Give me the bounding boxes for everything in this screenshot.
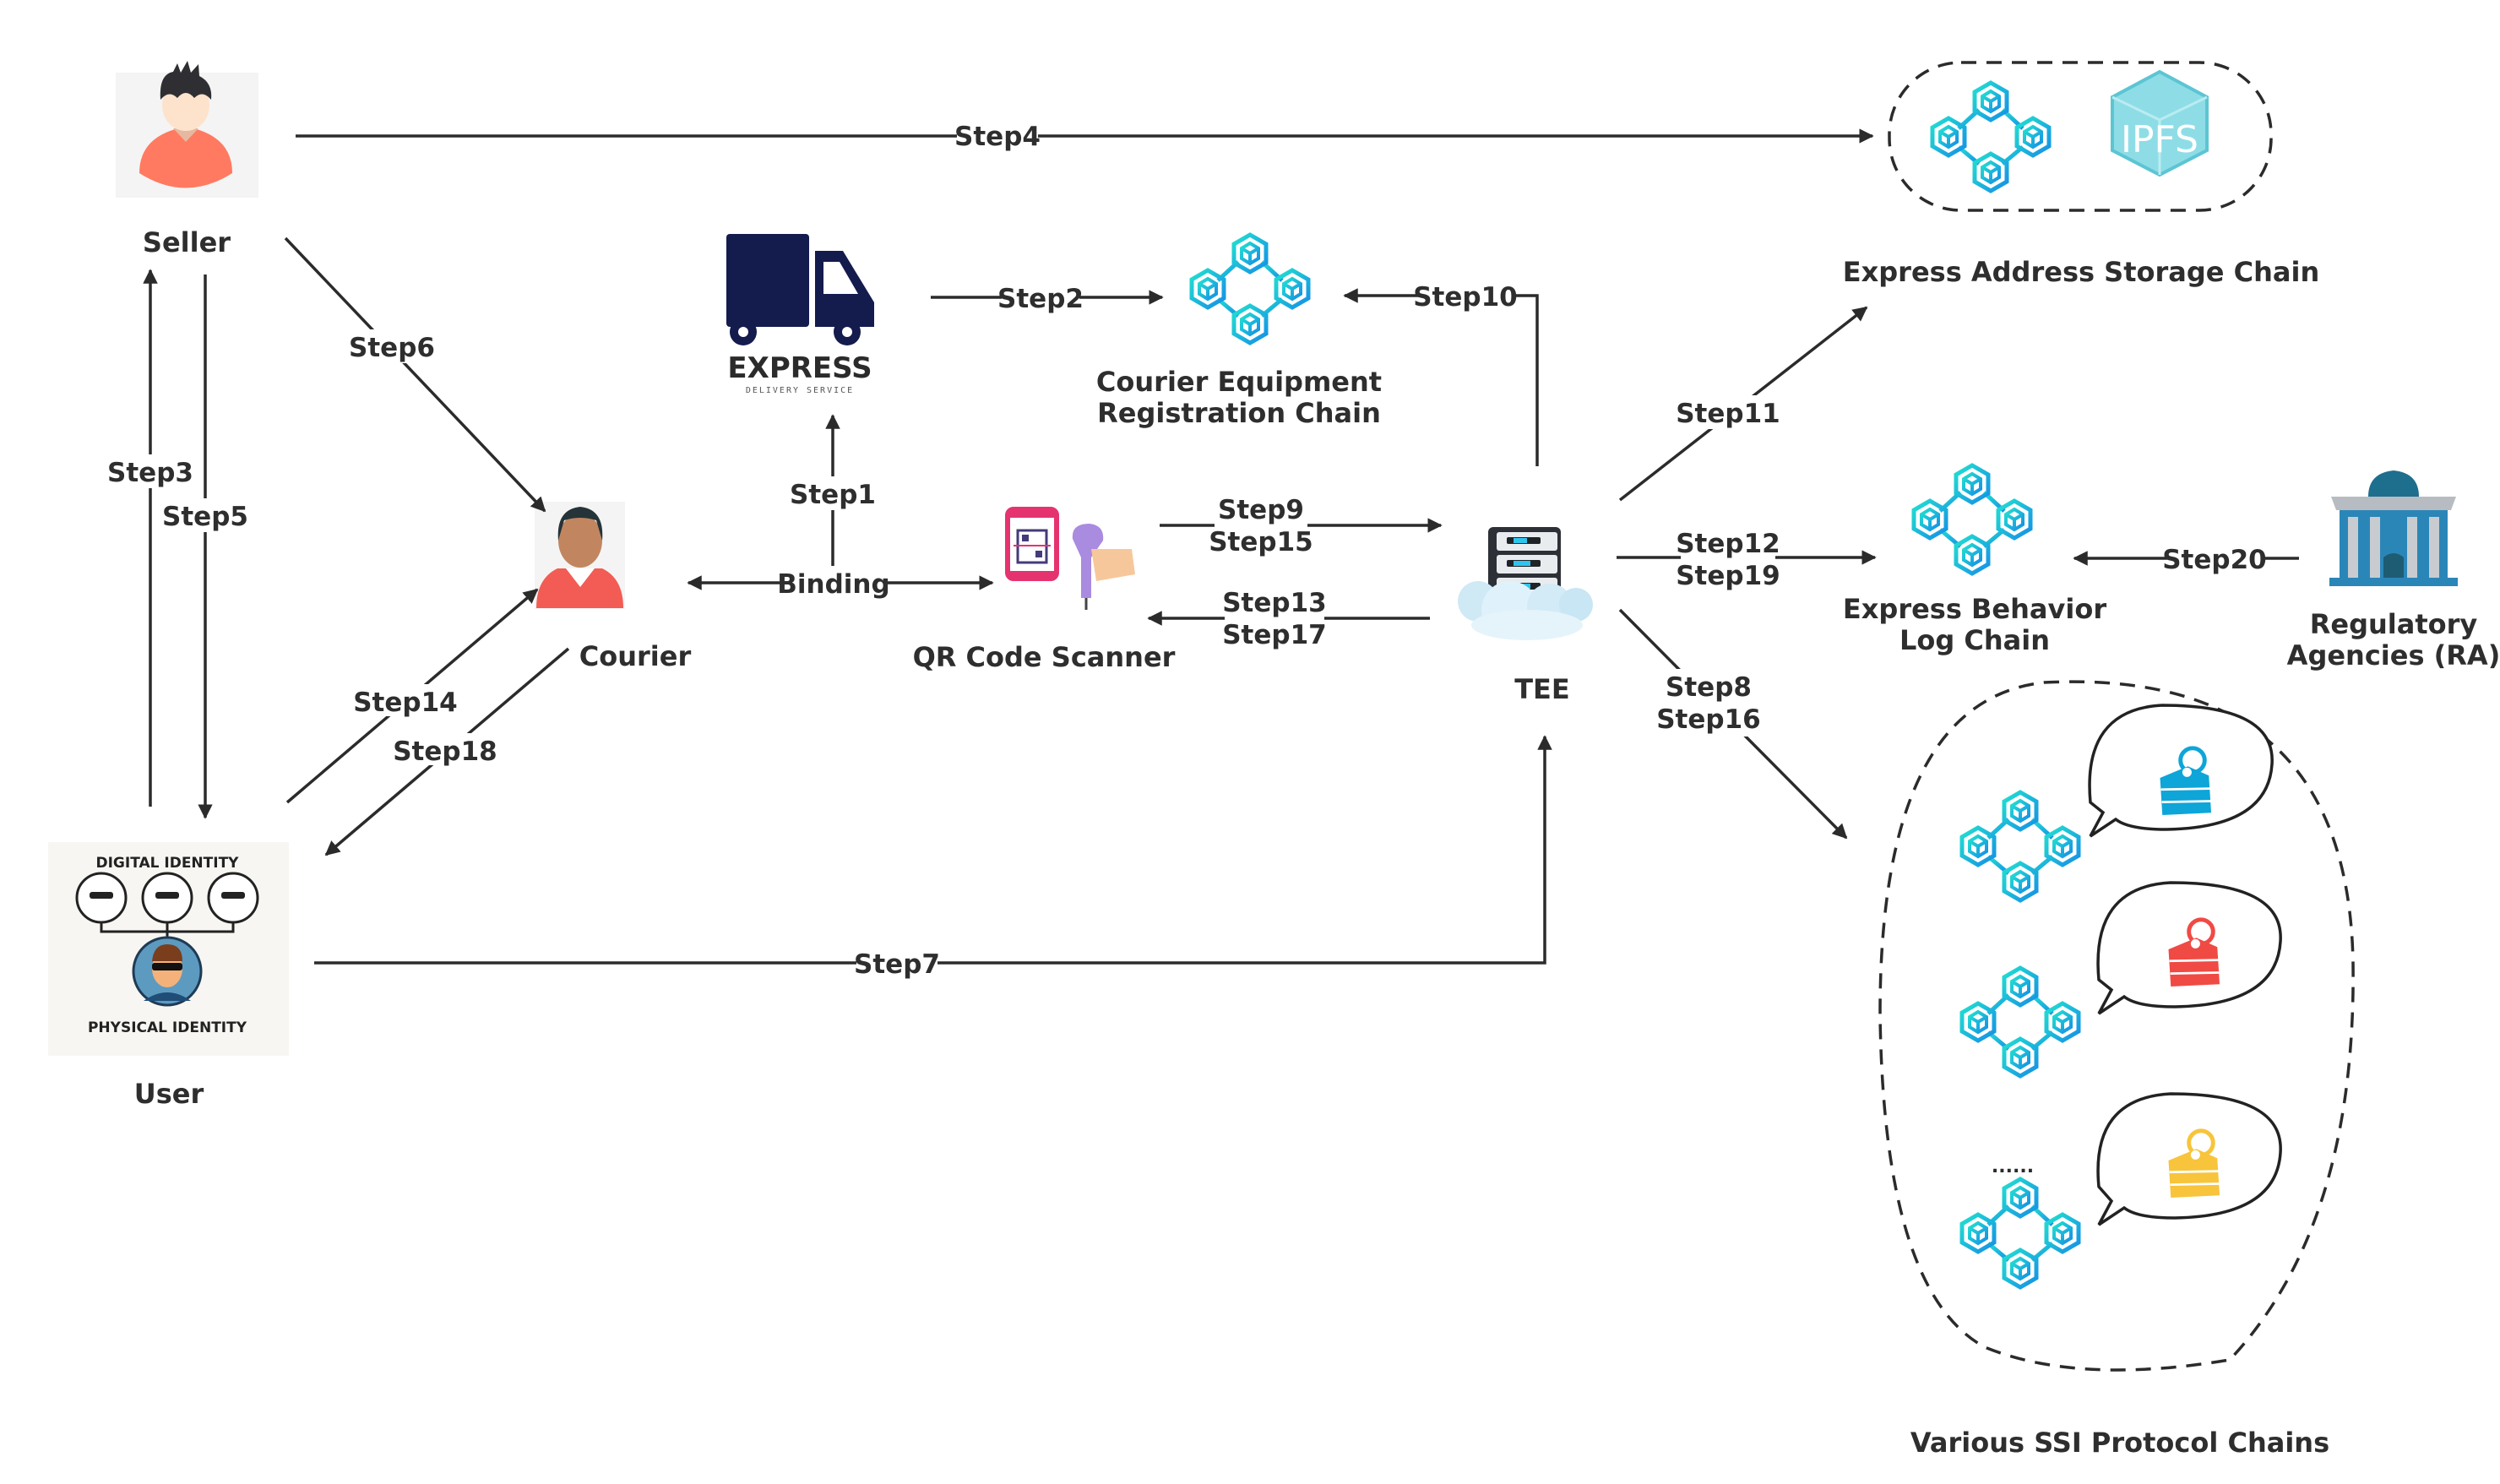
government-building-icon — [2329, 470, 2458, 586]
log-chain-node[interactable]: Express Behavior Log Chain — [1843, 465, 2106, 656]
address-chain-label: Express Address Storage Chain — [1843, 256, 2319, 288]
step8-label: Step8 — [1666, 672, 1752, 703]
courier-avatar-icon — [536, 507, 623, 608]
tee-label: TEE — [1514, 673, 1570, 705]
courier-chain-node[interactable]: Courier Equipment Registration Chain — [1096, 235, 1382, 429]
express-node[interactable]: EXPRESS DELIVERY SERVICE — [726, 234, 874, 395]
address-chain-boundary — [1888, 61, 2273, 212]
edge-step1[interactable]: Step1 — [790, 414, 876, 566]
step19-label: Step19 — [1676, 561, 1780, 591]
identity-icon: DIGITAL IDENTITY PHYSICAL IDENTITY — [75, 855, 259, 1036]
regulator-node[interactable]: Regulatory Agencies (RA) — [2287, 470, 2500, 671]
ipfs-icon: IPFS — [2111, 69, 2209, 177]
edge-step18[interactable]: Step18 — [324, 647, 570, 856]
step15-label: Step15 — [1209, 527, 1313, 557]
ssi-chain-1 — [1962, 704, 2274, 900]
edge-step11[interactable]: Step11 — [1618, 306, 1868, 502]
qr-scanner-label: QR Code Scanner — [913, 641, 1176, 673]
step17-label: Step17 — [1222, 620, 1327, 650]
courier-chain-label-line2: Registration Chain — [1097, 397, 1381, 429]
step10-label: Step10 — [1413, 282, 1518, 313]
cloud-server-icon — [1458, 527, 1593, 640]
step18-label: Step18 — [393, 737, 497, 767]
courier-label: Courier — [579, 640, 692, 672]
step3-label: Step3 — [107, 458, 193, 488]
seller-avatar-icon — [139, 61, 232, 188]
courier-chain-label-line1: Courier Equipment — [1096, 366, 1382, 398]
user-label: User — [134, 1078, 204, 1110]
ssi-chains-node[interactable]: ...... Various SSI Protocol Chains — [1878, 680, 2355, 1459]
user-node[interactable]: DIGITAL IDENTITY PHYSICAL IDENTITY User — [48, 842, 289, 1110]
blockchain-icon — [1914, 465, 2030, 573]
edge-step4[interactable]: Step4 — [296, 120, 1874, 152]
tee-node[interactable]: TEE — [1458, 527, 1593, 705]
step16-label: Step16 — [1656, 704, 1761, 735]
binding-label: Binding — [777, 569, 889, 600]
edge-step20[interactable]: Step20 — [2073, 541, 2299, 575]
log-chain-label-line2: Log Chain — [1899, 624, 2050, 656]
physical-identity-label: PHYSICAL IDENTITY — [88, 1019, 247, 1036]
address-chain-node[interactable]: IPFS Express Address Storage Chain — [1843, 61, 2319, 288]
step11-label: Step11 — [1676, 399, 1780, 429]
edge-step9-step15[interactable]: Step9 Step15 — [1160, 492, 1443, 559]
qr-scanner-icon — [1005, 507, 1135, 610]
step6-label: Step6 — [349, 333, 435, 363]
step13-label: Step13 — [1222, 588, 1327, 618]
seller-label: Seller — [143, 226, 231, 258]
edge-step12-step19[interactable]: Step12 Step19 — [1617, 525, 1877, 593]
ssi-chain-3 — [1962, 1092, 2282, 1287]
regulator-label-line2: Agencies (RA) — [2287, 639, 2500, 671]
step9-label: Step9 — [1218, 495, 1304, 525]
express-subtitle: DELIVERY SERVICE — [746, 386, 854, 395]
ipfs-label: IPFS — [2121, 118, 2198, 161]
ssi-chains-label: Various SSI Protocol Chains — [1910, 1427, 2329, 1459]
courier-node[interactable]: Courier — [535, 502, 691, 672]
edge-binding[interactable]: Binding — [687, 566, 994, 600]
ssi-chains-boundary — [1878, 680, 2355, 1372]
step14-label: Step14 — [353, 688, 458, 718]
log-chain-label-line1: Express Behavior — [1843, 593, 2106, 625]
step1-label: Step1 — [790, 480, 876, 510]
edge-step7[interactable]: Step7 — [314, 735, 1552, 980]
step20-label: Step20 — [2162, 545, 2267, 575]
edge-step8-step16[interactable]: Step8 Step16 — [1618, 608, 1848, 840]
blockchain-icon — [1932, 83, 2049, 191]
edge-step5[interactable]: Step5 — [162, 275, 248, 819]
edge-step3[interactable]: Step3 — [107, 269, 193, 807]
ssi-chain-2 — [1962, 881, 2282, 1076]
qr-scanner-node[interactable]: QR Code Scanner — [913, 507, 1176, 673]
ssi-ellipsis: ...... — [1992, 1156, 2034, 1177]
edge-step2[interactable]: Step2 — [931, 280, 1164, 314]
step2-label: Step2 — [997, 284, 1084, 314]
step4-label: Step4 — [954, 122, 1041, 152]
step12-label: Step12 — [1676, 529, 1780, 559]
delivery-truck-icon — [726, 234, 874, 345]
regulator-label-line1: Regulatory — [2310, 608, 2478, 640]
digital-identity-label: DIGITAL IDENTITY — [95, 855, 239, 872]
seller-node[interactable]: Seller — [116, 61, 258, 258]
edge-step13-step17[interactable]: Step13 Step17 — [1147, 584, 1430, 652]
express-brand: EXPRESS — [727, 351, 872, 385]
edge-step6[interactable]: Step6 — [284, 236, 546, 513]
step7-label: Step7 — [854, 949, 940, 980]
blockchain-icon — [1192, 235, 1308, 343]
step5-label: Step5 — [162, 502, 248, 532]
edge-step14[interactable]: Step14 — [285, 588, 539, 804]
edge-step10[interactable]: Step10 — [1343, 279, 1539, 466]
